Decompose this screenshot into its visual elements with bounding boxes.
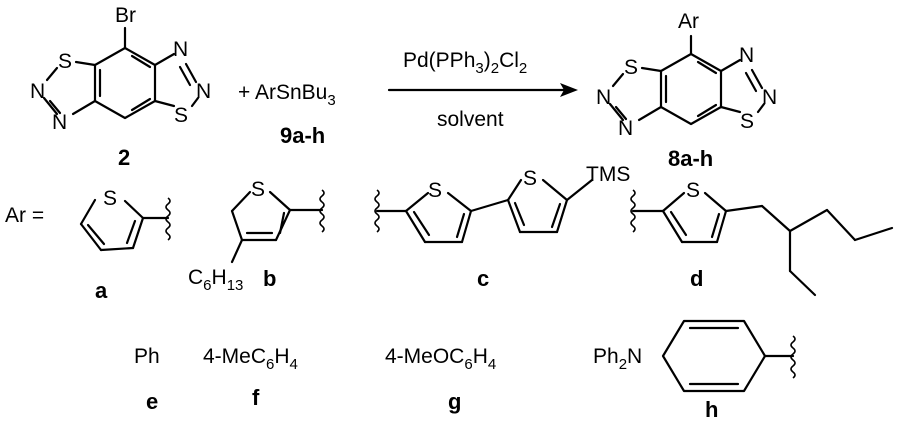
reaction-condition: solvent xyxy=(437,108,504,131)
left-nitrogen-upper: N xyxy=(30,80,45,103)
reactant-label: 2 xyxy=(118,145,130,170)
right-nitrogen-lower: N xyxy=(196,80,211,103)
reactant-bromine-atom: Br xyxy=(115,4,136,27)
reaction-arrow xyxy=(387,83,578,97)
product-left-nitrogen-upper: N xyxy=(596,86,611,109)
substituent-d-sulfur: S xyxy=(686,179,700,202)
ar-definition-prefix: Ar = xyxy=(5,204,44,227)
substituent-b-structure xyxy=(230,189,325,264)
product-right-nitrogen-lower: N xyxy=(762,86,777,109)
substituent-a-sulfur: S xyxy=(103,187,117,210)
substituent-e-label: e xyxy=(146,389,158,414)
reagent-formula: + ArSnBu3 xyxy=(238,81,336,109)
right-sulfur-atom: S xyxy=(174,104,188,127)
substituent-h-amine: Ph2N xyxy=(593,345,642,373)
reagent-label: 9a-h xyxy=(280,123,325,148)
substituent-b-label: b xyxy=(263,266,276,291)
substituent-g-name: 4-MeOC6H4 xyxy=(385,345,496,373)
substituent-h-label: h xyxy=(705,397,718,422)
substituent-d-structure xyxy=(630,189,894,297)
substituent-g-label: g xyxy=(448,389,461,414)
product-left-sulfur: S xyxy=(624,56,638,79)
substituent-e-name: Ph xyxy=(134,345,160,368)
substituent-a-label: a xyxy=(95,278,108,303)
substituent-c-sulfur-1: S xyxy=(428,179,442,202)
substituent-a-structure xyxy=(79,197,171,252)
product-right-sulfur: S xyxy=(740,110,754,133)
product-label: 8a-h xyxy=(668,146,713,171)
substituent-b-sulfur: S xyxy=(251,178,265,201)
left-nitrogen-lower: N xyxy=(52,111,67,134)
reactant-2-structure xyxy=(42,26,200,120)
product-aryl-substituent: Ar xyxy=(678,10,699,33)
substituent-c-tms-group: TMS xyxy=(586,163,630,186)
substituent-b-hexyl-chain: C6H13 xyxy=(188,266,243,294)
product-8-structure xyxy=(608,34,766,126)
product-left-nitrogen-lower: N xyxy=(618,117,633,140)
substituent-d-label: d xyxy=(690,266,703,291)
right-nitrogen-upper: N xyxy=(173,38,188,61)
left-sulfur-atom: S xyxy=(58,50,72,73)
substituent-c-structure xyxy=(374,178,594,244)
substituent-c-sulfur-2: S xyxy=(523,167,537,190)
substituent-f-name: 4-MeC6H4 xyxy=(203,345,298,373)
catalyst-formula: Pd(PPh3)2Cl2 xyxy=(403,49,527,77)
product-right-nitrogen-upper: N xyxy=(739,44,754,67)
substituent-c-label: c xyxy=(477,266,489,291)
substituent-f-label: f xyxy=(252,385,260,410)
substituent-h-structure xyxy=(661,319,796,393)
